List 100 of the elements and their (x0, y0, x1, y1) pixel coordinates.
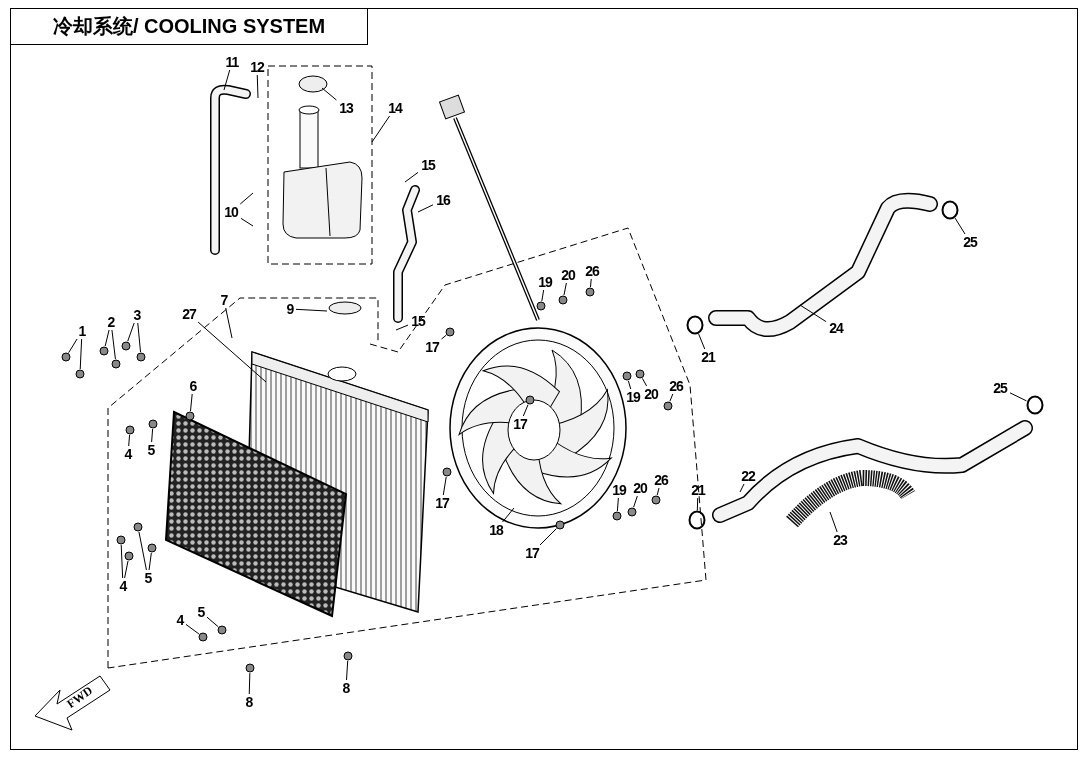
callout-number: 12 (250, 59, 264, 75)
callout-number: 26 (654, 472, 668, 488)
fastener-part (111, 359, 121, 369)
callout-number: 21 (691, 482, 705, 498)
leader-line (137, 322, 142, 353)
fastener-part (651, 495, 661, 505)
fastener-part (133, 522, 143, 532)
leader-line (417, 204, 434, 213)
hose-clamp (941, 200, 959, 220)
fastener-part (558, 295, 568, 305)
fastener-part (61, 352, 71, 362)
callout-number: 18 (489, 522, 503, 538)
fastener-part (445, 327, 455, 337)
fastener-part (125, 425, 135, 435)
fastener-part (245, 663, 255, 673)
leader-line (111, 329, 116, 360)
leader-line (68, 338, 78, 354)
callout-number: 4 (119, 578, 127, 594)
callout-number: 16 (436, 192, 450, 208)
leader-line (151, 428, 154, 443)
fastener-part (536, 301, 546, 311)
leader-line (829, 511, 838, 533)
leader-line (225, 307, 233, 339)
leader-line (120, 544, 124, 579)
fastener-part (198, 632, 208, 642)
leader-line (539, 528, 557, 546)
fastener-part (148, 419, 158, 429)
fastener-part (612, 511, 622, 521)
callout-number: 8 (342, 680, 350, 696)
leader-line (138, 531, 147, 571)
callout-number: 14 (388, 100, 402, 116)
leader-line (240, 217, 254, 227)
callout-number: 10 (224, 204, 238, 220)
leader-line (739, 483, 745, 493)
callout-number: 15 (421, 157, 435, 173)
callout-number: 3 (133, 307, 141, 323)
callout-number: 25 (963, 234, 977, 250)
callout-number: 1 (78, 323, 86, 339)
leader-line (669, 393, 674, 402)
fastener-part (116, 535, 126, 545)
leader-line (799, 304, 827, 323)
leader-line (206, 616, 219, 628)
callout-number: 21 (701, 349, 715, 365)
leader-line (954, 217, 966, 235)
leader-line (197, 321, 267, 383)
leader-line (404, 171, 419, 183)
leader-line (541, 289, 545, 302)
callout-number: 4 (124, 446, 132, 462)
callout-number: 19 (626, 389, 640, 405)
leader-line (104, 329, 110, 347)
leader-line (223, 69, 231, 91)
callout-number: 7 (220, 292, 228, 308)
fastener-part (343, 651, 353, 661)
leader-line (190, 393, 193, 412)
callout-number: 25 (993, 380, 1007, 396)
callout-number: 23 (833, 532, 847, 548)
fastener-part (124, 551, 134, 561)
leader-line (589, 278, 592, 288)
callout-number: 13 (339, 100, 353, 116)
callout-number: 6 (189, 378, 197, 394)
callout-number: 22 (741, 468, 755, 484)
fastener-part (555, 520, 565, 530)
hose-clamp (686, 315, 704, 335)
leader-line (148, 552, 152, 571)
callout-number: 9 (286, 301, 294, 317)
leader-line (321, 87, 337, 101)
callout-number: 2 (107, 314, 115, 330)
callout-number: 19 (538, 274, 552, 290)
fastener-part (75, 369, 85, 379)
fastener-part (99, 346, 109, 356)
callout-number: 5 (147, 442, 155, 458)
leader-line (128, 434, 131, 447)
leader-line (395, 324, 409, 331)
leader-line (641, 377, 648, 387)
callout-number: 24 (829, 320, 843, 336)
leader-line (616, 497, 619, 512)
fastener-part (627, 507, 637, 517)
leader-line (185, 623, 200, 635)
leader-line (79, 338, 83, 370)
hose-clamp (688, 510, 706, 530)
callout-number: 17 (513, 416, 527, 432)
callout-number: 20 (633, 480, 647, 496)
title: 冷却系统/ COOLING SYSTEM (10, 8, 368, 45)
callout-number: 17 (525, 545, 539, 561)
leader-line (563, 282, 567, 296)
callout-number: 4 (176, 612, 184, 628)
leader-line (346, 660, 349, 681)
fastener-part (185, 411, 195, 421)
callout-number: 26 (669, 378, 683, 394)
leader-line (248, 672, 251, 695)
fastener-part (585, 287, 595, 297)
leader-line (502, 507, 515, 523)
leader-line (371, 115, 391, 143)
leader-line (698, 333, 706, 350)
leader-line (295, 308, 328, 312)
leader-line (633, 495, 638, 508)
leader-line (656, 487, 660, 496)
callout-number: 17 (435, 495, 449, 511)
callout-number: 26 (585, 263, 599, 279)
leader-line (256, 74, 259, 99)
